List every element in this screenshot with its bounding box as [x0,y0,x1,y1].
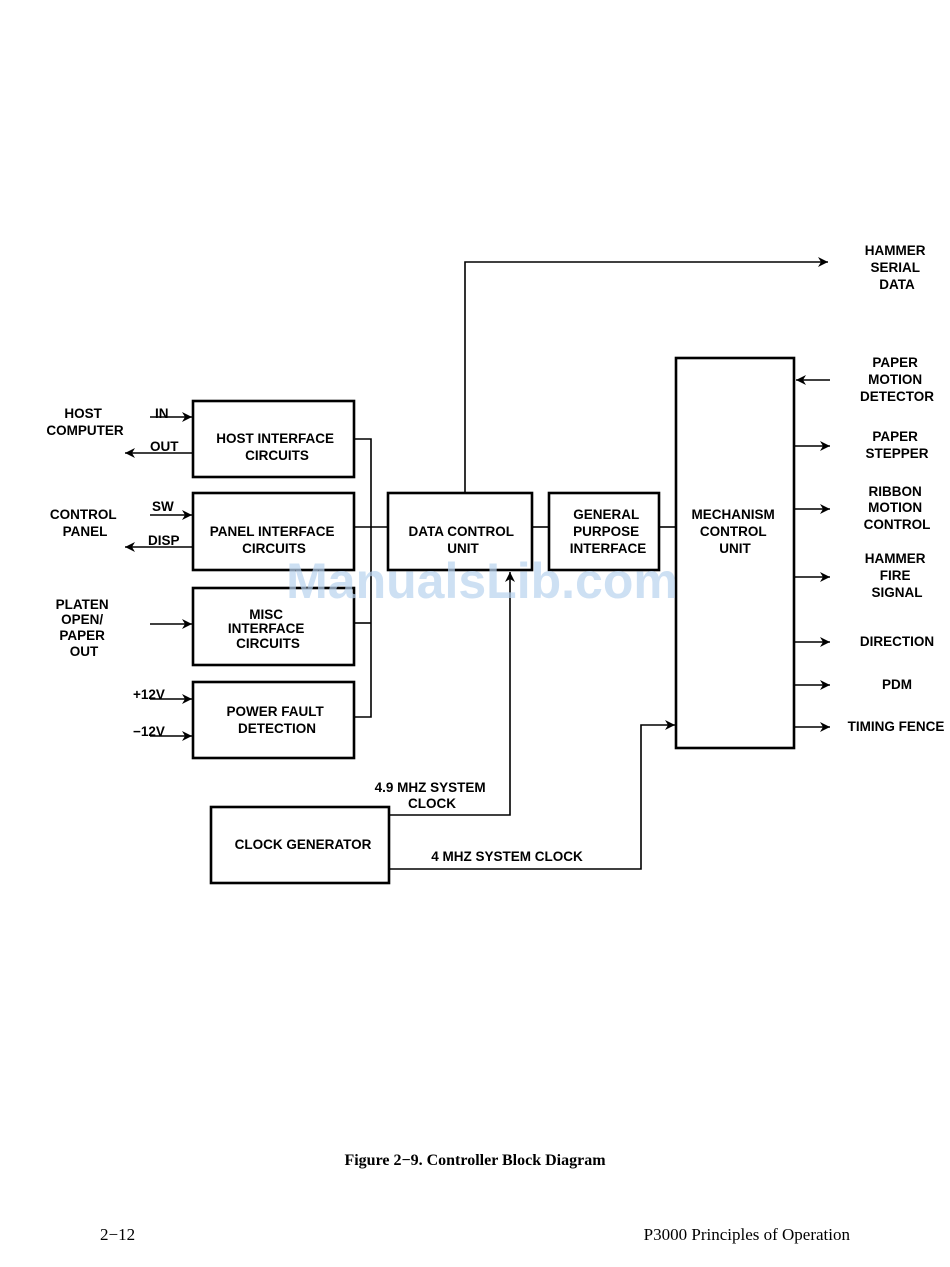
disp-label: DISP [148,533,180,548]
clock-generator-label: CLOCK GENERATOR [235,837,372,852]
plus12v-label: +12V [133,687,165,702]
host-interface-block: HOST INTERFACE CIRCUITS [191,399,356,479]
pdm-label: PDM [882,677,912,692]
direction-label: DIRECTION [860,634,934,649]
clock-49-line [389,572,515,816]
control-panel-label: CONTROL PANEL [50,507,120,539]
connections [125,257,830,870]
platen-label: PLATEN OPEN/ PAPER OUT [56,597,113,659]
panel-interface-block: PANEL INTERFACE CIRCUITS [191,491,356,572]
clock-4-label: 4 MHZ SYSTEM CLOCK [431,849,583,864]
general-purpose-block: GENERAL PURPOSE INTERFACE [547,491,661,572]
ribbon-motion-control-label: RIBBON MOTION CONTROL [864,484,931,532]
mechanism-control-label: MECHANISM CONTROL UNIT [691,507,778,556]
minus12v-label: −12V [133,724,165,739]
figure-caption: Figure 2−9. Controller Block Diagram [344,1152,606,1169]
in-label: IN [155,406,169,421]
paper-stepper-label: PAPER STEPPER [865,429,928,461]
interface-bus [355,438,372,718]
power-fault-block: POWER FAULT DETECTION [191,680,356,760]
paper-motion-detector-label: PAPER MOTION DETECTOR [860,355,934,404]
hammer-fire-signal-label: HAMMER FIRE SIGNAL [865,551,930,600]
clock-4-line [389,720,675,870]
misc-interface-block: MISC INTERFACE CIRCUITS [191,586,356,667]
host-interface-label: HOST INTERFACE CIRCUITS [216,431,338,463]
out-label: OUT [150,439,179,454]
data-control-label: DATA CONTROL UNIT [408,524,517,556]
page-number: 2−12 [100,1225,136,1244]
mechanism-control-block: MECHANISM CONTROL UNIT [674,356,796,750]
document-title: P3000 Principles of Operation [643,1225,850,1244]
hammer-serial-data-line [464,257,828,493]
clock-49-label: 4.9 MHZ SYSTEM CLOCK [375,780,490,811]
watermark: ManualsLib.com [286,553,678,609]
general-purpose-label: GENERAL PURPOSE INTERFACE [570,507,647,556]
timing-fence-label: TIMING FENCE [848,719,945,734]
sw-label: SW [152,499,174,514]
data-control-block: DATA CONTROL UNIT [386,491,534,572]
misc-interface-label: MISC INTERFACE CIRCUITS [228,607,308,651]
clock-generator-block: CLOCK GENERATOR [209,805,391,885]
hammer-serial-data-label: HAMMER SERIAL DATA [865,243,930,292]
power-fault-label: POWER FAULT DETECTION [226,704,327,736]
host-computer-label: HOST COMPUTER [46,406,124,438]
panel-interface-label: PANEL INTERFACE CIRCUITS [210,524,339,556]
